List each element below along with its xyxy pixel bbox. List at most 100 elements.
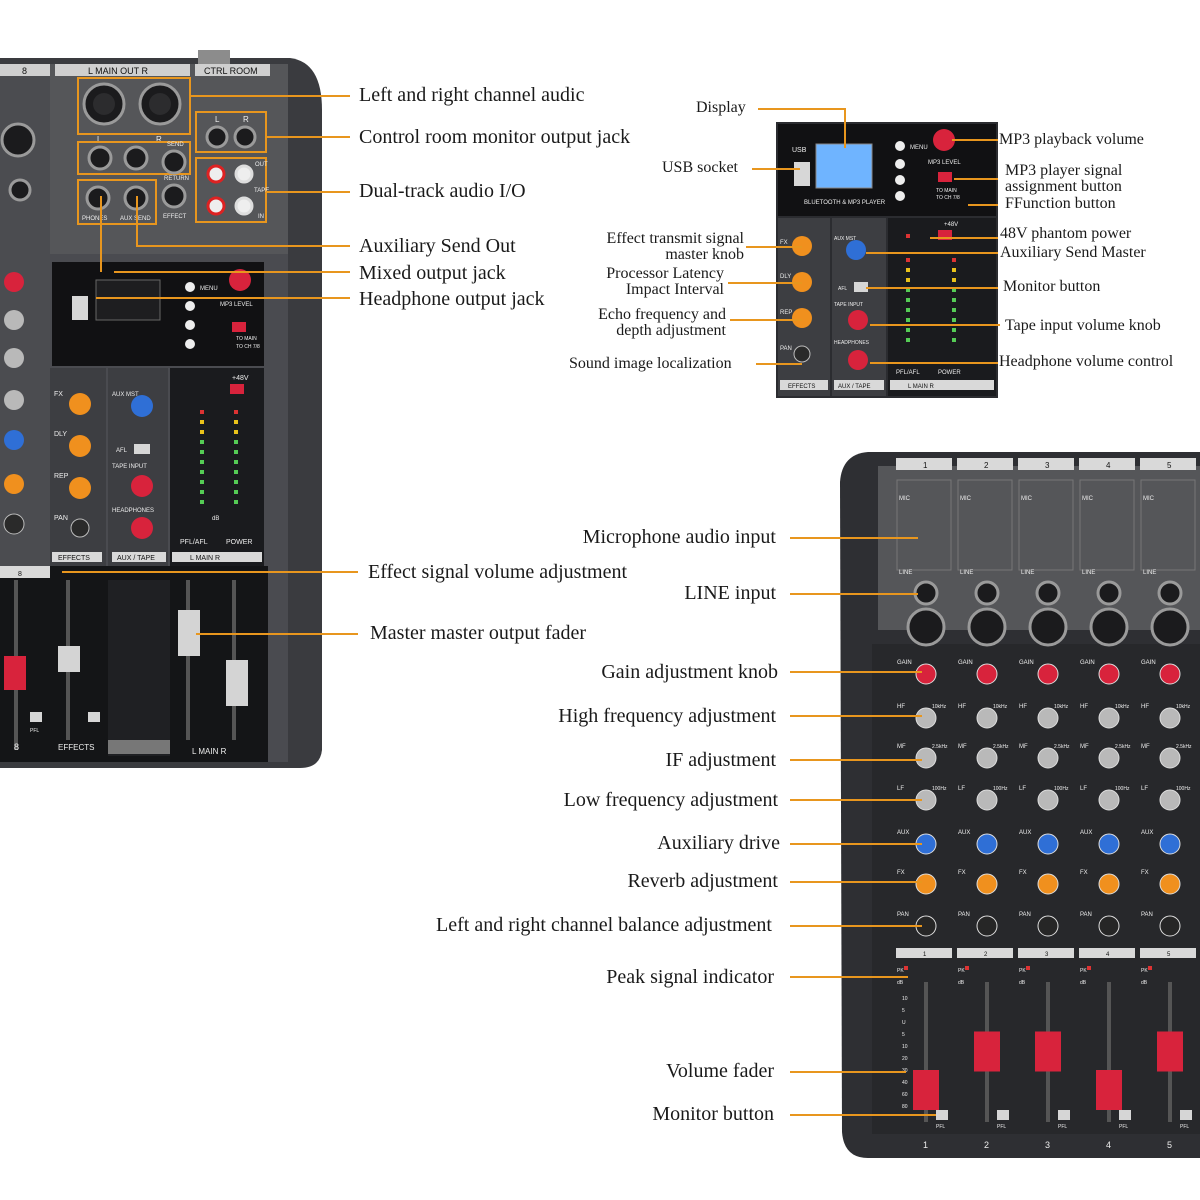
freq-label: 10kHz (932, 704, 947, 710)
mp3-main-lr-tab: L MAIN R (908, 384, 934, 390)
leader-line (790, 843, 922, 845)
aux-tape-tab: AUX / TAPE (117, 555, 155, 562)
mf-knob (1159, 747, 1181, 769)
leader-line (758, 108, 844, 110)
xlr-jack (1028, 607, 1068, 647)
pfl-label: PFL (1119, 1124, 1128, 1130)
hf-knob (1037, 707, 1059, 729)
channel-number-mid: 4 (1106, 952, 1110, 958)
hf-label: HF (958, 704, 966, 710)
top-left-mixer-panel: 8 L MAIN OUT R CTRL ROOM L R L R SEND RE… (0, 50, 322, 768)
channel-8-header: 8 (22, 66, 27, 76)
aux-send-label: AUX SEND (120, 216, 151, 222)
lf-label: LF (897, 786, 904, 792)
mp3-aux-mst: AUX MST (834, 236, 856, 242)
fader-cap (1157, 1031, 1183, 1072)
menu-label: MENU (200, 286, 218, 292)
dly-label: DLY (54, 431, 67, 438)
db-label: dB (212, 516, 219, 522)
pan-label: PAN (1080, 912, 1092, 918)
fader-scale-tick: 5 (902, 1008, 905, 1014)
label-aux-send-out: Auxiliary Send Out (359, 235, 516, 257)
gain-label: GAIN (1019, 660, 1034, 666)
channel-tab (1079, 948, 1135, 958)
xlr-jack (906, 607, 946, 647)
lf-knob (1037, 789, 1059, 811)
channel-header (957, 458, 1013, 470)
mic-label: MIC (1143, 496, 1155, 502)
db-label: dB (897, 980, 904, 986)
pfl-button (997, 1110, 1009, 1120)
hf-label: HF (1141, 704, 1149, 710)
hf-knob (1159, 707, 1181, 729)
fader-scale-tick: 60 (902, 1092, 908, 1098)
channel-tab (896, 948, 952, 958)
pfl-label: PFL (997, 1124, 1006, 1130)
pk-label: PK (1019, 968, 1026, 974)
leader-line (790, 537, 918, 539)
leader-line (190, 95, 350, 97)
mic-label: MIC (1021, 496, 1033, 502)
mf-label: MF (897, 744, 906, 750)
label-effect-signal-volume: Effect signal volume adjustment (368, 561, 628, 583)
leader-line (752, 168, 800, 170)
mp3-rep: REP (780, 310, 792, 316)
fx-label: FX (1080, 870, 1088, 876)
leader-line (866, 287, 998, 289)
aux-label: AUX (958, 830, 970, 836)
channel-number-mid: 2 (984, 952, 988, 958)
mp3-aux-tape-tab: AUX / TAPE (838, 384, 870, 390)
freq-label: 100Hz (1054, 786, 1069, 792)
mp3-pfl-afl: PFL/AFL (896, 370, 920, 376)
freq-label: 10kHz (1054, 704, 1069, 710)
tape-label: TAPE (254, 188, 269, 194)
hf-label: HF (1019, 704, 1027, 710)
label-mixed-output-jack: Mixed output jack (359, 262, 506, 284)
effects-bottom: EFFECTS (58, 743, 94, 752)
fx-knob (1037, 873, 1059, 895)
channel-number-bottom: 5 (1167, 1140, 1172, 1150)
line-label: LINE (960, 570, 973, 576)
label-gain-knob: Gain adjustment knob (601, 661, 778, 683)
phantom-label: +48V (232, 375, 249, 382)
leader-line (100, 196, 102, 272)
label-function-button: FFunction button (1005, 195, 1116, 212)
channel-input-box (957, 479, 1013, 571)
to-ch-label: TO CH 7/8 (236, 344, 260, 350)
pan-label: PAN (958, 912, 970, 918)
label-aux-send-master: Auxiliary Send Master (1000, 244, 1146, 261)
afl-label: AFL (116, 448, 128, 454)
fader-scale-tick: 10 (902, 1044, 908, 1050)
freq-label: 2.5kHz (1176, 744, 1192, 750)
label-low-freq: Low frequency adjustment (563, 789, 778, 811)
label-usb-socket: USB socket (662, 159, 738, 176)
mp3-to-ch: TO CH 7/8 (936, 195, 960, 201)
mf-knob (915, 747, 937, 769)
channel-header (1018, 458, 1074, 470)
aux-knob (1159, 833, 1181, 855)
fx-label: FX (1019, 870, 1027, 876)
mp3-effects-panel: USB BLUETOOTH & MP3 PLAYER MENU MP3 LEVE… (776, 122, 998, 398)
tape-input-label: TAPE INPUT (112, 464, 147, 470)
leader-line (952, 139, 998, 141)
pk-label: PK (897, 968, 904, 974)
freq-label: 100Hz (1176, 786, 1191, 792)
mic-label: MIC (899, 496, 911, 502)
label-display: Display (696, 99, 746, 116)
gain-label: GAIN (897, 660, 912, 666)
channel-input-box (1079, 479, 1135, 571)
pk-label: PK (1080, 968, 1087, 974)
main-lr-tab: L MAIN R (190, 555, 220, 562)
label-mic-audio-input: Microphone audio input (582, 526, 776, 548)
label-monitor-button-top: Monitor button (1003, 278, 1101, 295)
pan-knob (1098, 915, 1120, 937)
channel-number-top: 4 (1106, 461, 1111, 470)
label-aux-drive: Auxiliary drive (657, 832, 780, 854)
leader-line (866, 252, 998, 254)
db-label: dB (958, 980, 965, 986)
mp3-effects-tab: EFFECTS (788, 384, 815, 390)
fx-knob (976, 873, 998, 895)
leader-line (790, 671, 922, 673)
leader-line (790, 976, 908, 978)
fader-track (1107, 982, 1111, 1122)
